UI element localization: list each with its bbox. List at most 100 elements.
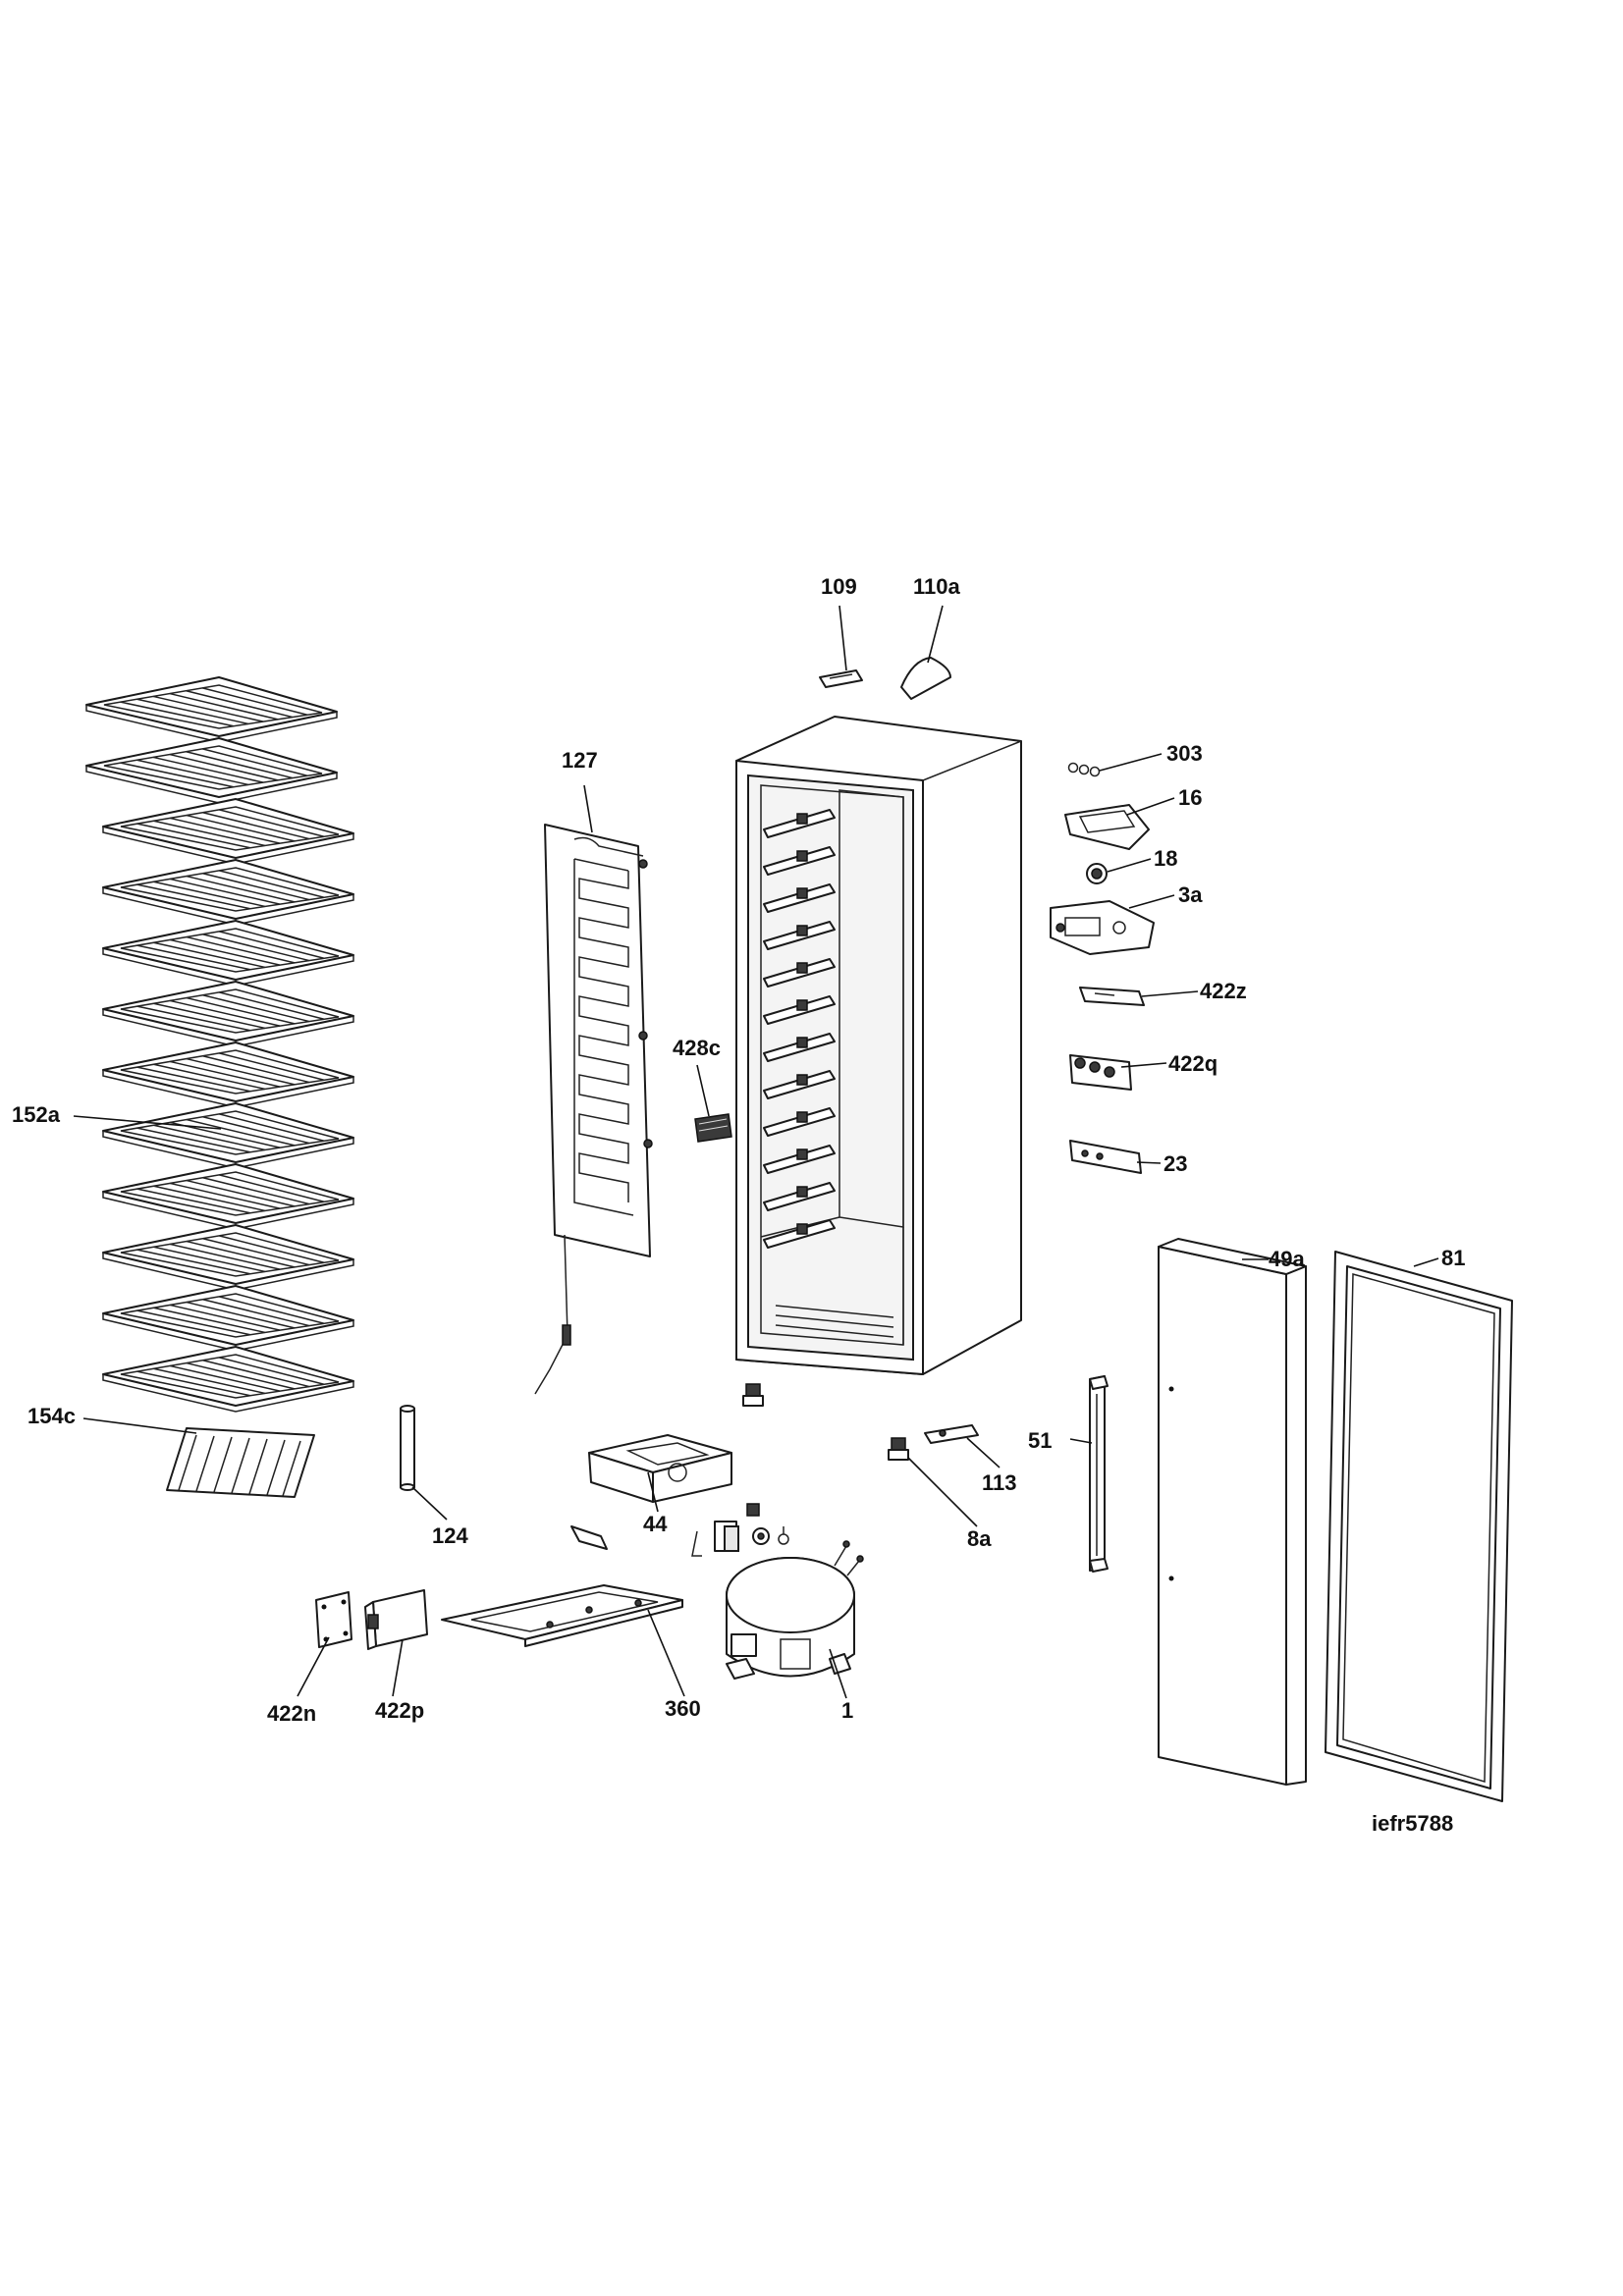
rail-clip [796, 925, 808, 936]
shelf-rod [202, 993, 310, 1023]
shelf-rod [136, 1370, 251, 1397]
rail-clip [796, 850, 808, 862]
wine-shelf [102, 1163, 354, 1230]
shelf-rod [169, 1060, 281, 1088]
shelf-rod [202, 1176, 310, 1205]
shelf-rod [186, 814, 296, 842]
shelf-rod [169, 1243, 281, 1270]
shelf-rod [136, 883, 251, 910]
door-gasket-81 [1325, 1251, 1513, 1802]
wine-shelf [102, 1041, 354, 1108]
knob-18 [1086, 863, 1108, 884]
evaporator-panel-127 [534, 824, 653, 1395]
shelf-rod [202, 933, 310, 962]
shelf-rod [152, 756, 264, 783]
shelf-rod [136, 1309, 251, 1336]
foot-rear [742, 1383, 764, 1407]
wine-shelf [85, 737, 338, 804]
shelf-rod [136, 1188, 251, 1214]
shelf-rod [136, 1005, 251, 1032]
shelf-rod [169, 817, 281, 844]
shelf-rod [219, 870, 325, 899]
board-422n [315, 1591, 352, 1648]
board-422p [364, 1589, 428, 1650]
wine-shelf [85, 676, 338, 743]
shelf-rod [219, 1174, 325, 1203]
shelf-rod [186, 1057, 296, 1086]
rail-clip [796, 1074, 808, 1086]
shelf-rod [169, 1364, 281, 1392]
shelf-rod [219, 1113, 325, 1143]
shelf-rod [186, 1179, 296, 1207]
wine-shelf [102, 1346, 354, 1413]
callout-51: 51 [1028, 1428, 1052, 1453]
rail-clip [796, 962, 808, 974]
foot-8a [888, 1437, 909, 1461]
wine-shelf [102, 798, 354, 865]
shelf-rod [186, 689, 294, 719]
shelf-rod [186, 750, 294, 779]
shelf-rod [202, 748, 308, 777]
wine-shelf [102, 1224, 354, 1291]
shelf-rod [202, 1115, 310, 1145]
shelf-rod [202, 1298, 310, 1327]
callout-18: 18 [1154, 846, 1177, 871]
shelf-rod [153, 1367, 266, 1395]
shelf-rod [202, 687, 308, 717]
callout-428c: 428c [673, 1036, 721, 1060]
hinge-cover-110a [900, 657, 951, 700]
callout-16: 16 [1178, 785, 1202, 810]
callout-360: 360 [665, 1696, 701, 1721]
shelf-rod [153, 881, 266, 908]
rail-clip [796, 999, 808, 1011]
shelf-rod [202, 1359, 310, 1388]
board-422z [1079, 987, 1145, 1006]
callout-8a: 8a [967, 1526, 992, 1551]
shelf-rod [153, 1124, 266, 1151]
shelf-rod [136, 759, 249, 786]
rail-clip [796, 1186, 808, 1198]
shelf-rod [153, 1185, 266, 1212]
shelf-rod [186, 996, 296, 1025]
callout-154c: 154c [27, 1404, 76, 1428]
wine-shelf [102, 920, 354, 987]
control-housing-3a [1050, 900, 1155, 955]
shelf-rod [136, 698, 249, 725]
shelf-rod [153, 1307, 266, 1334]
cabinet [735, 716, 1022, 1375]
callout-49a: 49a [1269, 1247, 1305, 1271]
board-422q [1069, 1054, 1132, 1091]
callout-1: 1 [841, 1698, 853, 1723]
shelf-rod [136, 823, 251, 849]
shelf-rod [136, 944, 251, 971]
callout-303: 303 [1166, 741, 1203, 766]
wine-shelf [102, 859, 354, 926]
rail-clip [796, 813, 808, 825]
rail-clip [796, 1111, 808, 1123]
shelf-rod [169, 999, 281, 1027]
shelf-rod [169, 938, 281, 966]
callout-127: 127 [562, 748, 598, 773]
door-49a [1158, 1238, 1307, 1786]
display-23 [1069, 1140, 1142, 1174]
shelf-rod [202, 1054, 310, 1084]
shelf-rod [169, 1182, 281, 1209]
shelf-rod [202, 811, 310, 840]
callout-3a: 3a [1178, 882, 1203, 907]
callout-labels: 109 110a 303 16 18 3a 422z 422q 23 127 4… [12, 574, 1465, 1836]
shelf-rod [153, 1002, 266, 1030]
shelf-rod [219, 1052, 325, 1082]
shelf-rod [219, 931, 325, 960]
callout-152a: 152a [12, 1102, 61, 1127]
callout-124: 124 [432, 1523, 468, 1548]
wine-shelf [102, 1285, 354, 1352]
shelf-rod [153, 1063, 266, 1091]
rail-clip [796, 1223, 808, 1235]
shelf-rod [219, 1235, 325, 1264]
bulbs-303 [1067, 762, 1101, 777]
shelf-rod [136, 1127, 251, 1153]
shelf-rod [169, 878, 281, 905]
callout-422p: 422p [375, 1698, 424, 1723]
shelf-rod [136, 1066, 251, 1093]
